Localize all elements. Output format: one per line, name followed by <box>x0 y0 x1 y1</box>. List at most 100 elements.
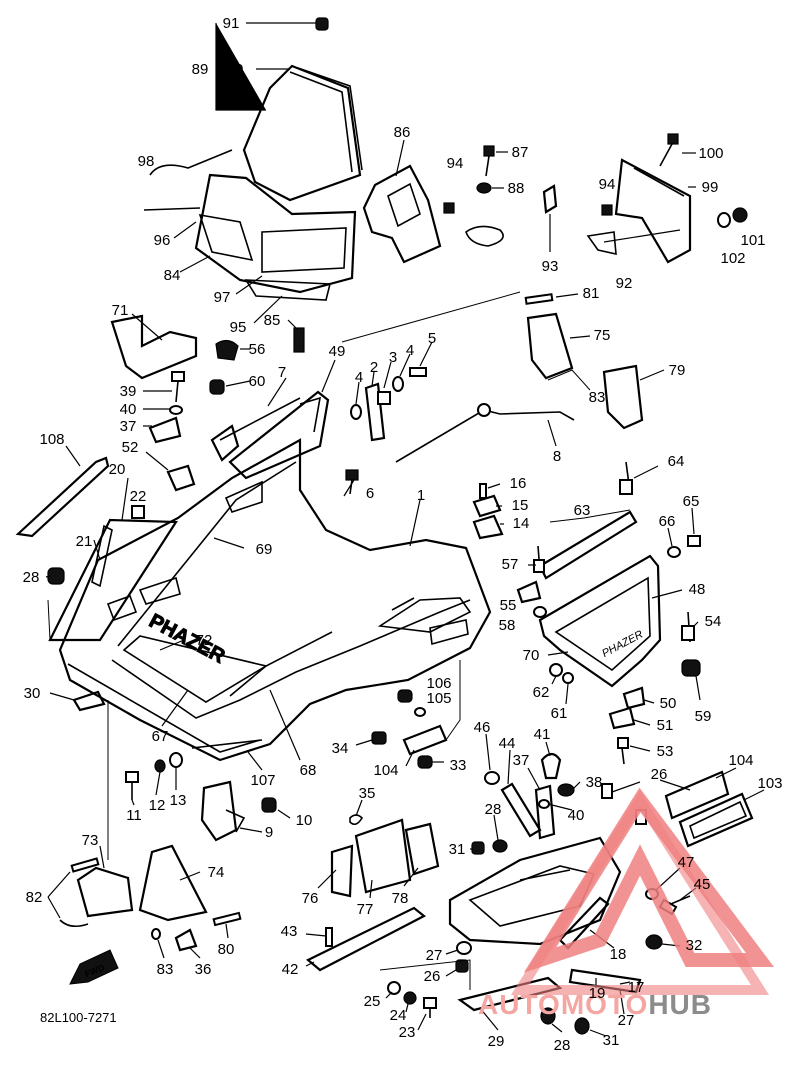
callout-98: 98 <box>138 153 155 170</box>
svg-text:AUTOMOTOHUB: AUTOMOTOHUB <box>478 989 712 1020</box>
callout-22: 22 <box>130 488 147 505</box>
callout-68: 68 <box>300 762 317 779</box>
callout-21: 21 <box>76 533 93 550</box>
callout-30: 30 <box>24 685 41 702</box>
stay-49 <box>228 359 336 480</box>
callout-104: 104 <box>373 762 398 779</box>
grommets-56-60 <box>209 319 305 395</box>
callout-40: 40 <box>568 807 585 824</box>
pads-76-78 <box>317 799 440 899</box>
callout-18: 18 <box>610 946 627 963</box>
watermark-logo: AUTOMOTOHUB <box>478 787 774 1020</box>
lower-strip-30 <box>49 690 263 749</box>
callout-42: 42 <box>282 961 299 978</box>
callout-40: 40 <box>120 401 137 418</box>
callout-4: 4 <box>406 342 414 359</box>
callout-25: 25 <box>364 993 381 1010</box>
callout-72: 72 <box>196 632 213 649</box>
watermark-text-part2: HUB <box>648 989 712 1020</box>
callout-78: 78 <box>392 890 409 907</box>
callout-50: 50 <box>660 695 677 712</box>
callout-35: 35 <box>359 785 376 802</box>
callout-4: 4 <box>355 369 363 386</box>
callout-73: 73 <box>82 832 99 849</box>
callout-83: 83 <box>157 961 174 978</box>
callout-66: 66 <box>659 513 676 530</box>
hardware-87-88 <box>443 145 508 247</box>
callout-29: 29 <box>488 1033 505 1050</box>
pads-73-74 <box>47 700 242 959</box>
callout-45: 45 <box>694 876 711 893</box>
callout-10: 10 <box>296 812 313 829</box>
callout-28: 28 <box>554 1037 571 1054</box>
callout-61: 61 <box>551 705 568 722</box>
callout-59: 59 <box>695 708 712 725</box>
callout-37: 37 <box>120 418 137 435</box>
callout-11: 11 <box>126 807 142 824</box>
callout-24: 24 <box>390 1007 407 1024</box>
bolt-stack-39 <box>143 371 185 444</box>
callout-37: 37 <box>513 752 530 769</box>
strip-63 <box>538 461 701 580</box>
clip-52 <box>145 451 196 492</box>
callout-95: 95 <box>230 319 247 336</box>
callout-33: 33 <box>450 757 467 774</box>
callout-12: 12 <box>149 797 166 814</box>
callout-107: 107 <box>250 772 275 789</box>
callout-49: 49 <box>329 343 346 360</box>
callout-97: 97 <box>214 289 231 306</box>
bolt-set-11 <box>125 752 183 806</box>
callout-39: 39 <box>120 383 137 400</box>
callout-13: 13 <box>170 792 187 809</box>
callout-96: 96 <box>154 232 171 249</box>
callout-108: 108 <box>39 431 64 448</box>
callout-94: 94 <box>447 155 464 172</box>
callout-48: 48 <box>689 581 706 598</box>
callout-102: 102 <box>720 250 745 267</box>
callout-58: 58 <box>499 617 516 634</box>
callout-76: 76 <box>302 890 319 907</box>
callout-63: 63 <box>574 502 591 519</box>
pads-75-79 <box>524 293 665 430</box>
callout-28: 28 <box>23 569 40 586</box>
callout-89: 89 <box>192 61 209 78</box>
callout-8: 8 <box>553 448 561 465</box>
callout-7: 7 <box>278 364 286 381</box>
callout-99: 99 <box>702 179 719 196</box>
fwd-arrow-icon: FWD <box>69 949 119 985</box>
screw-91-icon <box>315 17 329 31</box>
callout-52: 52 <box>122 439 139 456</box>
callout-70: 70 <box>523 647 540 664</box>
hardware-50-62 <box>549 611 701 765</box>
watermark-text-part1: AUTOMOTO <box>478 989 648 1020</box>
callout-67: 67 <box>152 728 169 745</box>
callout-71: 71 <box>112 302 129 319</box>
callout-57: 57 <box>502 556 519 573</box>
callout-44: 44 <box>499 735 516 752</box>
hardware-2-5 <box>341 291 521 442</box>
callout-46: 46 <box>474 719 491 736</box>
callout-38: 38 <box>586 774 603 791</box>
callout-31: 31 <box>603 1032 620 1049</box>
side-panel-20 <box>45 477 178 642</box>
callout-69: 69 <box>256 541 273 558</box>
callout-100: 100 <box>698 145 723 162</box>
callout-75: 75 <box>594 327 611 344</box>
fairing-emblem-text: PHAZER <box>145 610 228 668</box>
callout-84: 84 <box>164 267 181 284</box>
bracket-99 <box>586 133 748 264</box>
cable-7 <box>210 377 301 462</box>
panel-emblem-text: PHAZER <box>600 628 645 660</box>
callout-14: 14 <box>513 515 530 532</box>
callout-91: 91 <box>223 15 240 32</box>
callout-36: 36 <box>195 961 212 978</box>
callout-74: 74 <box>208 864 225 881</box>
callout-41: 41 <box>534 726 551 743</box>
callout-28: 28 <box>485 801 502 818</box>
callout-55: 55 <box>500 597 517 614</box>
headlight-housing <box>143 149 357 324</box>
callout-80: 80 <box>218 941 235 958</box>
callout-87: 87 <box>512 144 529 161</box>
